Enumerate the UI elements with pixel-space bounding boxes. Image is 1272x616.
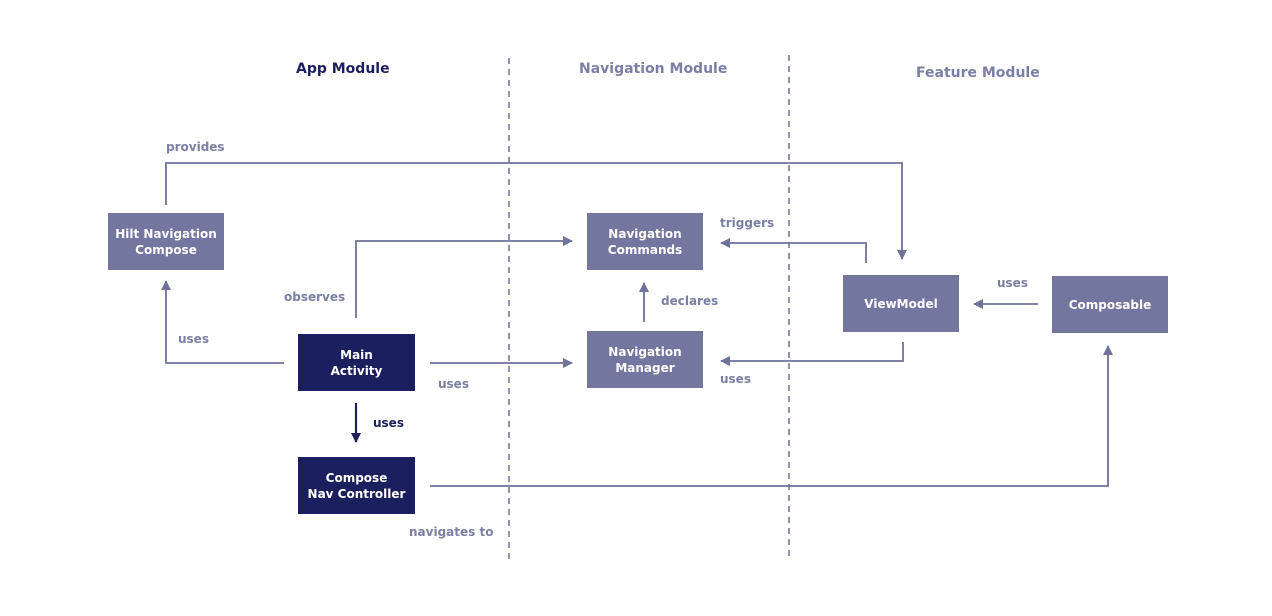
edge-label-uses-composable-viewmodel: uses [997, 276, 1028, 290]
node-navigation-commands: Navigation Commands [587, 213, 703, 270]
edge-label-observes: observes [284, 290, 346, 304]
module-title-navigation: Navigation Module [579, 61, 728, 77]
edge-provides-line [165, 162, 907, 260]
edge-observes-line [355, 236, 573, 318]
edge-label-uses-nav-controller: uses [373, 416, 404, 430]
module-title-app: App Module [296, 61, 390, 77]
edge-navigates-to-line [430, 345, 1113, 487]
node-compose-nav-controller: Compose Nav Controller [298, 457, 415, 514]
edge-label-triggers: triggers [720, 216, 775, 230]
node-navigation-manager: Navigation Manager [587, 331, 703, 388]
edge-uses-hilt-line [161, 280, 284, 364]
edge-label-uses-viewmodel-manager: uses [720, 372, 751, 386]
node-main-activity: Main Activity [298, 334, 415, 391]
edge-label-navigates-to: navigates to [409, 525, 494, 539]
edge-uses-viewmodel-manager-line [720, 342, 904, 366]
node-composable: Composable [1052, 276, 1168, 333]
edge-triggers-line [720, 238, 867, 263]
node-hilt-navigation-compose: Hilt Navigation Compose [108, 213, 224, 270]
module-title-feature: Feature Module [916, 65, 1040, 81]
edge-label-provides: provides [166, 140, 225, 154]
edge-label-uses-hilt: uses [178, 332, 209, 346]
edge-label-uses-manager: uses [438, 377, 469, 391]
node-viewmodel: ViewModel [843, 275, 959, 332]
edge-label-declares: declares [661, 294, 719, 308]
